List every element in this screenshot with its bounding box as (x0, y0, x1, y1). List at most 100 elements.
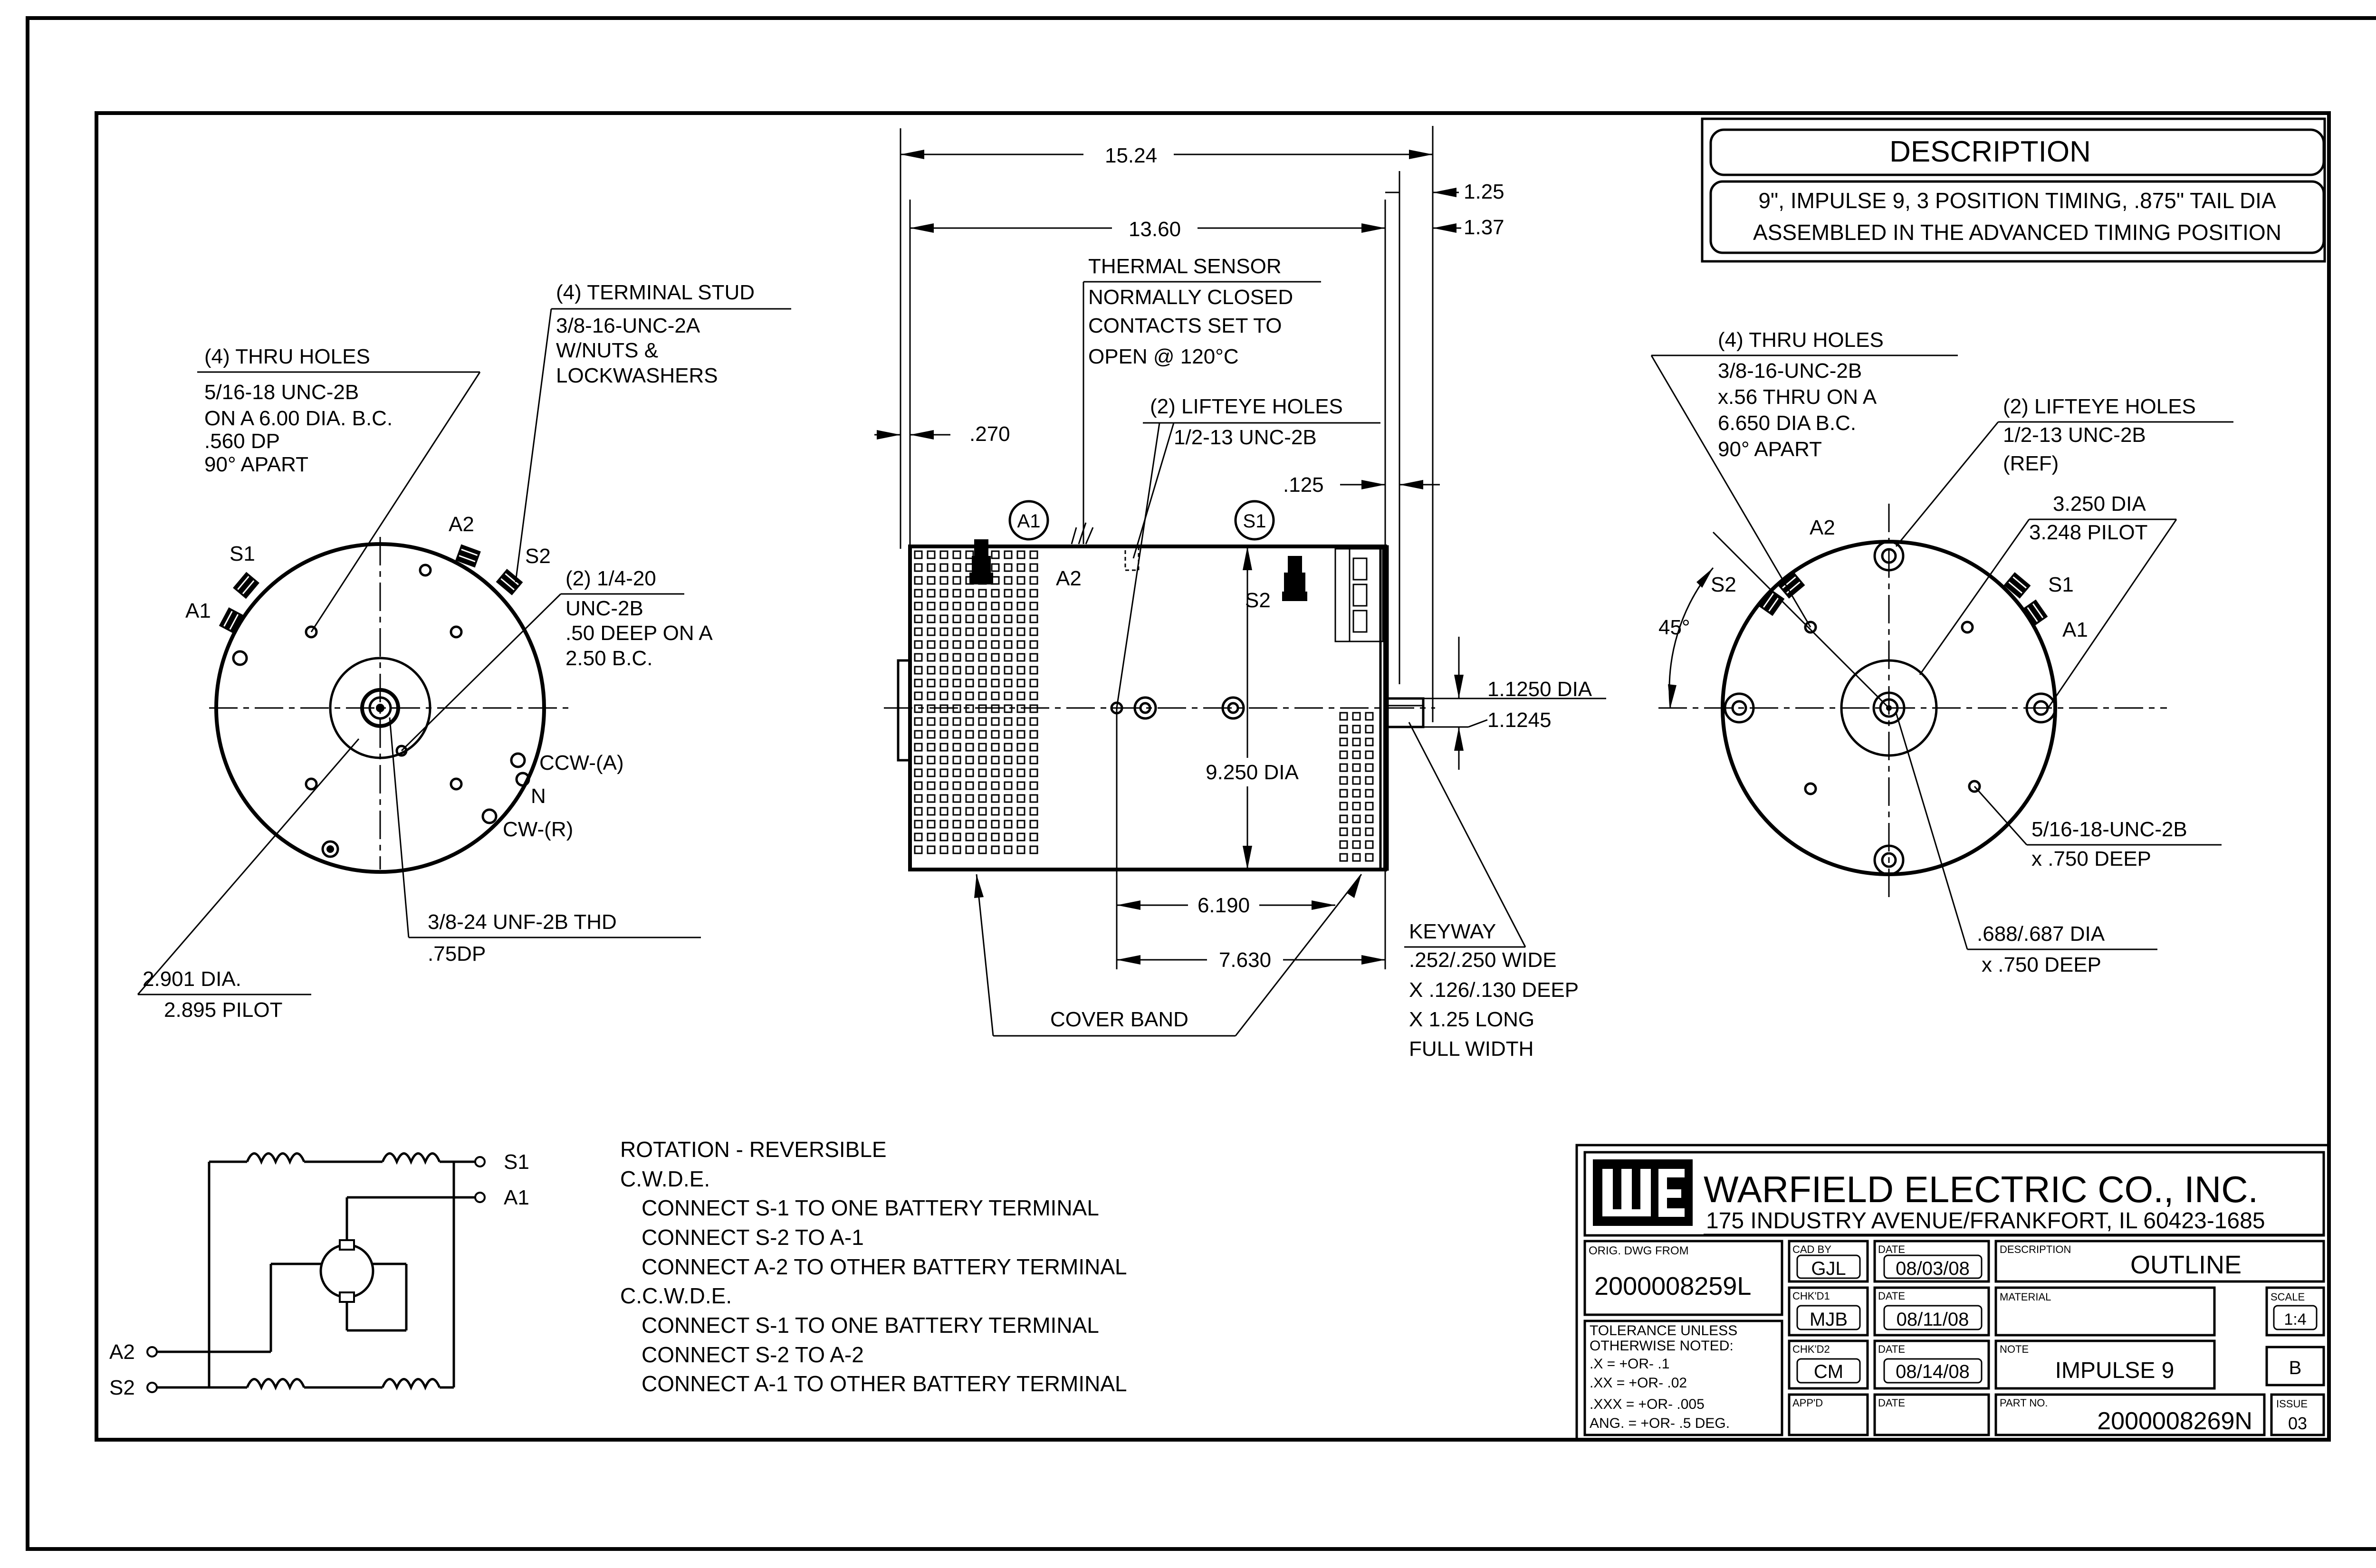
right-terminal-s1 (2003, 572, 2031, 599)
date-value-3: 08/14/08 (1896, 1361, 1970, 1382)
right-terminal-a1 (2022, 599, 2048, 627)
date-label-2: DATE (1878, 1290, 1905, 1302)
left-tap-line: .50 DEEP ON A (565, 621, 713, 645)
description-heading: DESCRIPTION (1889, 135, 2091, 168)
thermal-sensor-line: NORMALLY CLOSED (1088, 286, 1293, 309)
left-label-a2: A2 (449, 513, 474, 536)
bubble-s1: S1 (1243, 511, 1266, 532)
right-label-s2: S2 (1711, 573, 1736, 596)
body-dia: 9.250 DIA (1206, 761, 1299, 784)
schematic-label-s1: S1 (504, 1150, 529, 1174)
left-label-a1: A1 (185, 599, 211, 622)
right-bore-depth: x .750 DEEP (1982, 953, 2101, 976)
left-terminal-stud-title: (4) TERMINAL STUD (556, 281, 755, 304)
rotation-note: CONNECT S-1 TO ONE BATTERY TERMINAL (642, 1313, 1099, 1338)
right-lifteye-line: (REF) (2003, 452, 2059, 475)
rotation-note: CONNECT S-1 TO ONE BATTERY TERMINAL (642, 1195, 1099, 1220)
side-label-s2: S2 (1245, 589, 1271, 612)
right-thru-holes-line: 6.650 DIA B.C. (1718, 411, 1856, 435)
company-name: WARFIELD ELECTRIC CO., INC. (1704, 1168, 2258, 1210)
side-label-a2: A2 (1056, 567, 1082, 590)
right-terminal-s2 (1758, 589, 1785, 616)
rev-value: B (2289, 1358, 2302, 1378)
chk2-value: CM (1814, 1361, 1843, 1382)
right-lifteye-title: (2) LIFTEYE HOLES (2003, 395, 2196, 418)
scale-label: SCALE (2271, 1291, 2305, 1303)
right-thru-holes-title: (4) THRU HOLES (1718, 328, 1884, 352)
rotation-note: CONNECT A-2 TO OTHER BATTERY TERMINAL (642, 1254, 1127, 1279)
right-label-a2: A2 (1810, 516, 1835, 539)
dim-6-190: 6.190 (1198, 894, 1250, 917)
shaft-dia-2: 1.1245 (1487, 708, 1552, 732)
rotation-notes: ROTATION - REVERSIBLE C.W.D.E. CONNECT S… (620, 1137, 1127, 1396)
chk1-label: CHK'D1 (1792, 1290, 1830, 1302)
right-label-s1: S1 (2048, 573, 2074, 596)
left-thru-holes-line: ON A 6.00 DIA. B.C. (204, 407, 393, 430)
right-pilot-dia: 3.250 DIA (2053, 492, 2146, 516)
right-thru-holes-line: x.56 THRU ON A (1718, 385, 1877, 409)
date-value-1: 08/03/08 (1896, 1258, 1970, 1279)
cad-by-value: GJL (1811, 1258, 1846, 1279)
orig-dwg-value: 2000008259L (1594, 1272, 1751, 1300)
right-end-view: A2 S2 S1 A1 45° (4) THRU HOLES 3/8-16-UN… (1650, 328, 2233, 976)
left-tap-line: 2.50 B.C. (565, 647, 652, 670)
front-vent-grill (914, 550, 1038, 854)
left-label-ccw: CCW-(A) (539, 751, 624, 774)
issue-label: ISSUE (2276, 1398, 2308, 1410)
thermal-sensor-line: CONTACTS SET TO (1088, 314, 1282, 337)
dim-1-25: 1.25 (1464, 180, 1504, 203)
rotation-note: CONNECT S-2 TO A-2 (642, 1342, 864, 1367)
left-shaft-thread-title: 3/8-24 UNF-2B THD (428, 910, 617, 934)
chk2-label: CHK'D2 (1792, 1343, 1830, 1355)
left-terminal-s1 (233, 572, 259, 599)
wiring-schematic: S1 A1 A2 S2 (109, 1150, 529, 1399)
bubble-a1: A1 (1017, 511, 1041, 532)
side-view: 15.24 13.60 1.25 1.37 THERMAL SENSOR NOR… (874, 126, 1606, 1061)
left-terminal-stud-line: W/NUTS & (556, 339, 658, 362)
left-terminal-stud-line: LOCKWASHERS (556, 364, 718, 387)
tolerance-line: ANG. = +OR- .5 DEG. (1590, 1415, 1730, 1431)
right-tap-title: 5/16-18-UNC-2B (2031, 818, 2187, 841)
right-angle-45: 45° (1658, 616, 1690, 639)
dim-1-37: 1.37 (1464, 216, 1504, 239)
motor-shaft (1386, 697, 1425, 728)
left-thru-holes-line: 5/16-18 UNC-2B (204, 381, 359, 404)
outer-border (26, 16, 2376, 1551)
note-value: IMPULSE 9 (2055, 1358, 2175, 1383)
part-no-label: PART NO. (2000, 1397, 2048, 1409)
right-tap-depth: x .750 DEEP (2031, 847, 2151, 870)
description-box: DESCRIPTION 9", IMPULSE 9, 3 POSITION TI… (1701, 117, 2326, 263)
left-pilot: 2.895 PILOT (164, 998, 282, 1022)
left-tap-title: (2) 1/4-20 (565, 567, 656, 590)
orig-dwg-label: ORIG. DWG FROM (1589, 1244, 1689, 1257)
dim-overall-length: 15.24 (1105, 144, 1157, 167)
left-terminal-a2 (455, 544, 481, 568)
schematic-label-a2: A2 (109, 1340, 135, 1364)
tolerance-line: .XXX = +OR- .005 (1590, 1396, 1705, 1412)
rotation-note: CONNECT A-1 TO OTHER BATTERY TERMINAL (642, 1371, 1127, 1396)
description-line-2: ASSEMBLED IN THE ADVANCED TIMING POSITIO… (1753, 220, 2281, 245)
description-label: DESCRIPTION (2000, 1243, 2071, 1255)
keyway-line: X .126/.130 DEEP (1409, 978, 1579, 1002)
right-lifteye-line: 1/2-13 UNC-2B (2003, 423, 2146, 447)
warfield-logo (1593, 1159, 1693, 1226)
left-pilot-dia: 2.901 DIA. (143, 967, 241, 991)
tolerance-line: OTHERWISE NOTED: (1590, 1338, 1734, 1354)
rotation-note: C.W.D.E. (620, 1166, 710, 1191)
keyway-line: .252/.250 WIDE (1409, 948, 1557, 972)
shaft-dia-1: 1.1250 DIA (1487, 678, 1592, 701)
schematic-label-a1: A1 (504, 1186, 529, 1209)
company-address: 175 INDUSTRY AVENUE/FRANKFORT, IL 60423-… (1706, 1208, 2265, 1233)
chk1-value: MJB (1810, 1309, 1848, 1330)
rotation-note: CONNECT S-2 TO A-1 (642, 1225, 864, 1250)
cad-by-label: CAD BY (1792, 1243, 1831, 1255)
dim-7-630: 7.630 (1219, 948, 1271, 972)
tolerance-line: .XX = +OR- .02 (1590, 1375, 1687, 1391)
left-shaft-thread-depth: .75DP (428, 942, 486, 966)
right-pilot: 3.248 PILOT (2029, 521, 2147, 544)
left-end-view: S1 A1 A2 S2 CCW-(A) N CW-(R) (4) THRU HO… (137, 281, 791, 1022)
date-value-2: 08/11/08 (1897, 1309, 1969, 1330)
schematic-armature (319, 1243, 374, 1299)
left-terminal-stud-line: 3/8-16-UNC-2A (556, 314, 700, 337)
